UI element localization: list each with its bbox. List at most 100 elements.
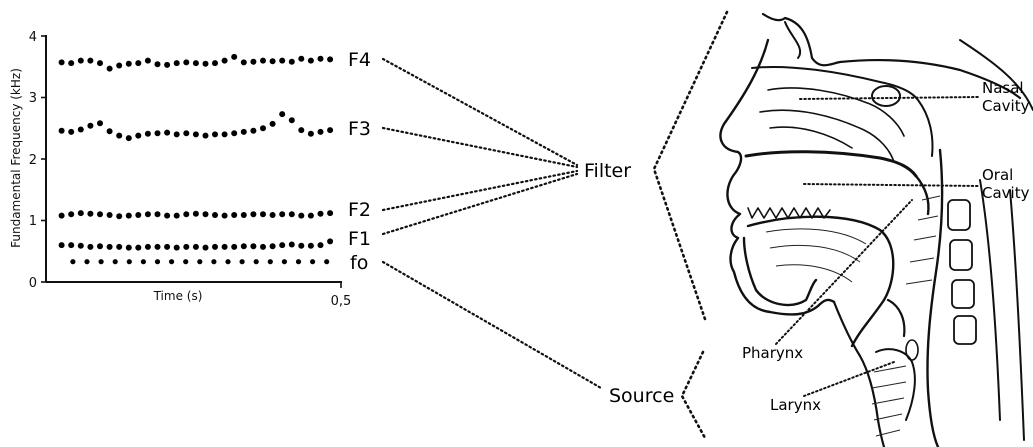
leader-f3-filter xyxy=(381,126,579,169)
data-point-f2 xyxy=(116,213,123,220)
data-point-fo xyxy=(197,259,203,265)
oral-cavity-label-2: Cavity xyxy=(982,184,1030,202)
formant-chart: 0 1 2 3 4 0,5 Time (s) Fundamental Frequ… xyxy=(9,30,371,309)
data-point-f3 xyxy=(317,128,324,135)
data-point-f1 xyxy=(288,241,295,248)
data-point-fo xyxy=(84,259,90,265)
series-label-f4: F4 xyxy=(348,49,371,71)
data-point-f2 xyxy=(279,211,286,218)
source-label: Source xyxy=(609,385,674,407)
data-point-f1 xyxy=(183,243,190,250)
data-point-f2 xyxy=(288,211,295,218)
data-point-f3 xyxy=(116,132,123,139)
data-point-f3 xyxy=(135,132,142,139)
data-point-f2 xyxy=(106,212,113,218)
data-point-f4 xyxy=(250,58,257,65)
data-point-f1 xyxy=(173,244,180,251)
data-point-f1 xyxy=(116,243,123,250)
data-point-f3 xyxy=(279,111,286,118)
data-point-f1 xyxy=(154,243,161,250)
data-point-f4 xyxy=(269,58,276,65)
data-point-f4 xyxy=(77,57,84,64)
data-point-fo xyxy=(112,259,118,265)
data-point-f2 xyxy=(173,212,180,219)
nasal-cavity-label-2: Cavity xyxy=(982,97,1030,115)
y-tick-label-2: 2 xyxy=(29,153,37,168)
pharynx-label: Pharynx xyxy=(742,344,803,362)
series-label-fo: fo xyxy=(350,252,368,274)
data-point-f2 xyxy=(298,212,305,219)
data-point-f4 xyxy=(135,60,142,67)
data-point-f4 xyxy=(116,62,123,69)
y-axis-title: Fundamental Frequency (kHz) xyxy=(9,68,23,248)
nasal-cavity-label-1: Nasal xyxy=(982,79,1024,97)
data-point-f2 xyxy=(327,210,334,217)
data-point-f3 xyxy=(231,130,238,137)
data-point-f4 xyxy=(240,59,247,66)
data-point-f2 xyxy=(192,210,199,217)
data-point-f4 xyxy=(298,55,305,62)
data-point-f1 xyxy=(125,244,132,251)
data-point-f4 xyxy=(317,55,324,62)
data-point-f3 xyxy=(298,127,305,134)
chart-marks xyxy=(58,53,334,265)
leader-lines xyxy=(381,57,603,390)
data-point-f3 xyxy=(260,125,266,132)
data-point-f4 xyxy=(307,57,314,64)
data-point-f4 xyxy=(87,57,94,64)
data-point-fo xyxy=(211,259,217,265)
leader-f2-filter xyxy=(381,169,579,212)
data-point-f3 xyxy=(125,135,132,142)
leader-f4-filter xyxy=(381,57,579,167)
data-point-f2 xyxy=(144,211,151,218)
leader-f1-filter xyxy=(381,172,579,236)
data-point-fo xyxy=(267,259,273,265)
data-point-f4 xyxy=(183,59,190,66)
leader-fo-source xyxy=(381,260,603,390)
data-point-fo xyxy=(281,259,287,265)
data-point-f1 xyxy=(68,242,75,249)
data-point-f1 xyxy=(192,243,199,250)
data-point-f3 xyxy=(202,132,209,139)
data-point-f1 xyxy=(212,243,218,250)
data-point-f2 xyxy=(87,210,94,217)
data-point-f2 xyxy=(164,212,171,219)
data-point-f2 xyxy=(240,212,247,218)
data-point-f4 xyxy=(58,59,65,66)
data-point-f4 xyxy=(173,60,180,67)
data-point-f2 xyxy=(260,211,266,218)
oral-cavity-label-1: Oral xyxy=(982,166,1013,184)
data-point-f4 xyxy=(279,57,286,64)
data-point-f3 xyxy=(307,130,314,137)
data-point-f4 xyxy=(231,53,238,60)
leader-pharynx xyxy=(775,199,913,345)
series-label-f3: F3 xyxy=(348,118,371,140)
data-point-f2 xyxy=(154,211,161,218)
data-point-f4 xyxy=(202,60,209,67)
data-point-f3 xyxy=(192,131,199,138)
data-point-f1 xyxy=(317,242,324,249)
data-point-f1 xyxy=(87,243,94,250)
data-point-f4 xyxy=(164,61,171,68)
x-tick-label-end: 0,5 xyxy=(331,294,352,309)
data-point-f4 xyxy=(97,60,103,67)
data-point-f2 xyxy=(202,211,209,218)
data-point-fo xyxy=(324,259,330,265)
data-point-f1 xyxy=(135,244,142,251)
y-tick-label-4: 4 xyxy=(29,30,37,45)
leader-oral-cavity xyxy=(803,183,979,187)
data-point-f3 xyxy=(154,130,161,137)
data-point-f2 xyxy=(212,212,218,218)
data-point-f2 xyxy=(317,210,324,217)
source-bracket xyxy=(680,350,707,440)
data-point-f1 xyxy=(77,242,84,249)
data-point-f1 xyxy=(164,243,171,250)
data-point-f2 xyxy=(135,212,142,218)
data-point-f1 xyxy=(240,243,247,250)
data-point-f3 xyxy=(269,120,276,127)
data-point-f1 xyxy=(279,242,286,249)
data-point-f4 xyxy=(192,60,199,67)
data-point-f1 xyxy=(144,243,151,250)
data-point-f1 xyxy=(260,243,266,250)
data-point-f2 xyxy=(231,212,238,218)
